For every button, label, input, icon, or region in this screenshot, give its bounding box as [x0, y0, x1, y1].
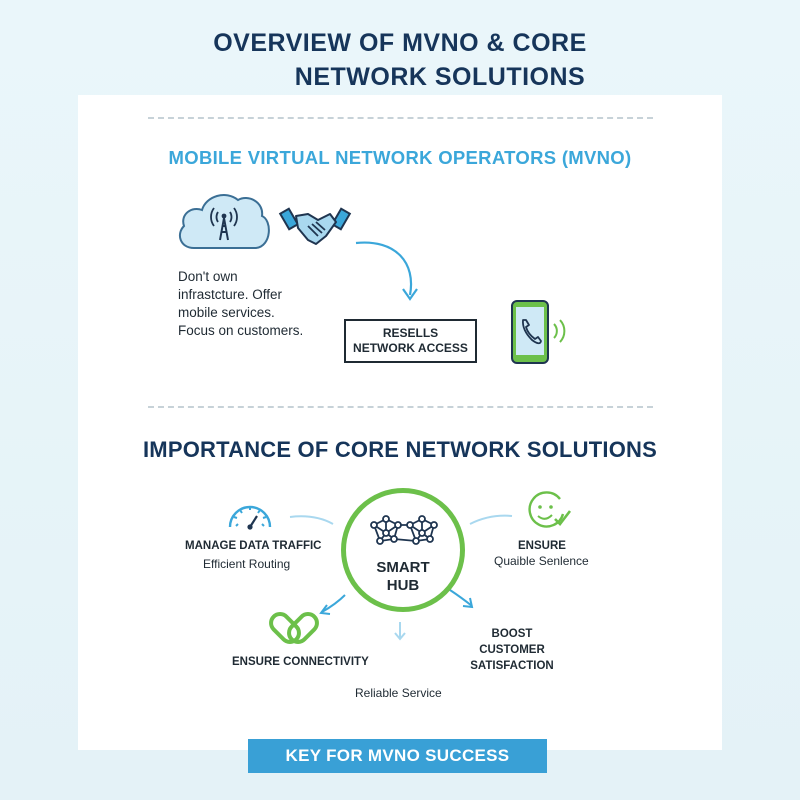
title-line-1: OVERVIEW OF MVNO & CORE — [213, 29, 587, 57]
page-title: OVERVIEW OF MVNO & CORE NETWORK SOLUTION… — [0, 26, 800, 94]
traffic-title: MANAGE DATA TRAFFIC — [185, 540, 322, 552]
cloud-tower-icon — [178, 194, 270, 249]
desc-line-1: Don't own — [178, 269, 238, 284]
speedometer-icon — [228, 505, 272, 530]
smartphone-call-icon — [511, 300, 566, 364]
chain-link-icon — [269, 612, 319, 644]
connectivity-title: ENSURE CONNECTIVITY — [232, 656, 369, 668]
network-nodes-icon — [370, 515, 438, 545]
resells-network-access-box: RESELLS NETWORK ACCESS — [344, 319, 477, 363]
resells-line-2: NETWORK ACCESS — [353, 341, 468, 355]
desc-line-4: Focus on customers. — [178, 323, 304, 338]
core-heading: IMPORTANCE OF CORE NETWORK SOLUTIONS — [142, 437, 657, 462]
traffic-subtitle: Efficient Routing — [203, 557, 291, 571]
desc-line-3: mobile services. — [178, 305, 275, 320]
ensure-title: ENSURE — [518, 540, 566, 552]
content-card — [78, 95, 722, 750]
key-success-banner: KEY FOR MVNO SUCCESS — [248, 739, 547, 773]
mvno-description: Don't own infrastcture. Offer mobile ser… — [178, 268, 348, 340]
title-line-2: NETWORK SOLUTIONS — [294, 63, 586, 91]
ensure-subtitle: Quaible Senlence — [494, 554, 589, 568]
boost-line-1: BOOST — [491, 628, 533, 640]
curved-arrow-icon — [355, 241, 418, 301]
mvno-heading: MOBILE VIRTUAL NETWORK OPERATORS (MVNO) — [168, 147, 632, 168]
smart-hub: SMART HUB — [341, 488, 465, 612]
hub-line-1: SMART — [376, 559, 430, 576]
desc-line-2: infrastcture. Offer — [178, 287, 283, 302]
boost-label: BOOST CUSTOMER SATISFACTION — [457, 626, 567, 674]
resells-line-1: RESELLS — [382, 326, 439, 340]
boost-line-3: SATISFACTION — [470, 660, 554, 672]
smiley-check-icon — [528, 491, 572, 528]
top-divider — [148, 117, 653, 119]
hub-label: SMART HUB — [346, 559, 460, 595]
boost-line-2: CUSTOMER — [479, 644, 545, 656]
handshake-icon — [278, 207, 352, 245]
middle-divider — [148, 406, 653, 408]
reliable-service-label: Reliable Service — [355, 686, 442, 700]
hub-line-2: HUB — [386, 577, 420, 594]
